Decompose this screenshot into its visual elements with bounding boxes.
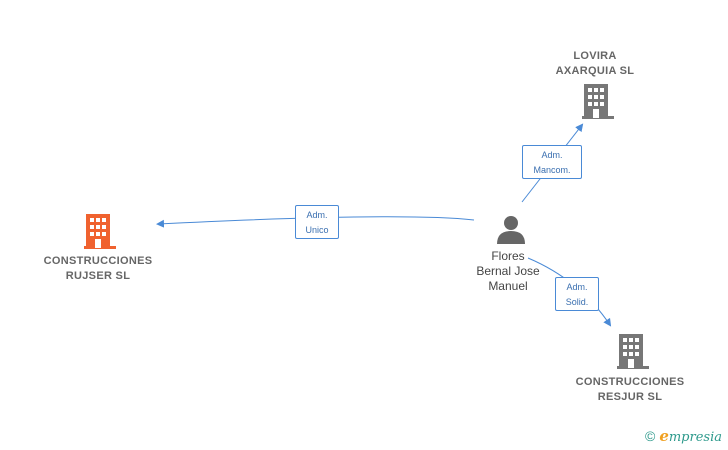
brand-name: mpresia — [668, 430, 722, 445]
empresia-logo: ©empresia — [645, 427, 722, 445]
copyright-symbol: © — [644, 428, 656, 444]
company-name-line2: RUJSER SL — [65, 270, 131, 282]
edge-label-resjur[interactable]: Adm. Solid. — [555, 277, 599, 311]
company-label-resjur[interactable]: CONSTRUCCIONES RESJUR SL — [560, 375, 700, 405]
company-name-line2: AXARQUIA SL — [555, 65, 635, 77]
company-label-rujser[interactable]: CONSTRUCCIONES RUJSER SL — [28, 254, 168, 284]
edge-label-rujser[interactable]: Adm. Unico — [295, 205, 339, 239]
role-line1: Adm. — [306, 210, 328, 220]
company-name-line1: LOVIRA — [573, 50, 617, 62]
building-icon — [84, 214, 116, 255]
company-name-line2: RESJUR SL — [597, 391, 663, 403]
role-line1: Adm. — [566, 282, 588, 292]
person-label[interactable]: Flores Bernal Jose Manuel — [458, 249, 558, 294]
person-name-line2: Bernal Jose — [476, 264, 540, 278]
person-name-line3: Manuel — [488, 279, 528, 293]
edge-line-rujser — [156, 216, 475, 228]
building-icon — [582, 84, 614, 125]
role-line2: Mancom. — [533, 165, 571, 175]
company-name-line1: CONSTRUCCIONES — [575, 376, 685, 388]
building-icon — [617, 334, 649, 375]
company-label-lovira[interactable]: LOVIRA AXARQUIA SL — [535, 49, 655, 79]
company-name-line1: CONSTRUCCIONES — [43, 255, 153, 267]
role-line2: Unico — [305, 225, 329, 235]
edge-label-lovira[interactable]: Adm. Mancom. — [522, 145, 582, 179]
role-line1: Adm. — [541, 150, 563, 160]
brand-e-letter: e — [659, 427, 669, 445]
person-name-line1: Flores — [491, 249, 525, 263]
person-icon — [496, 214, 526, 249]
role-line2: Solid. — [565, 297, 589, 307]
